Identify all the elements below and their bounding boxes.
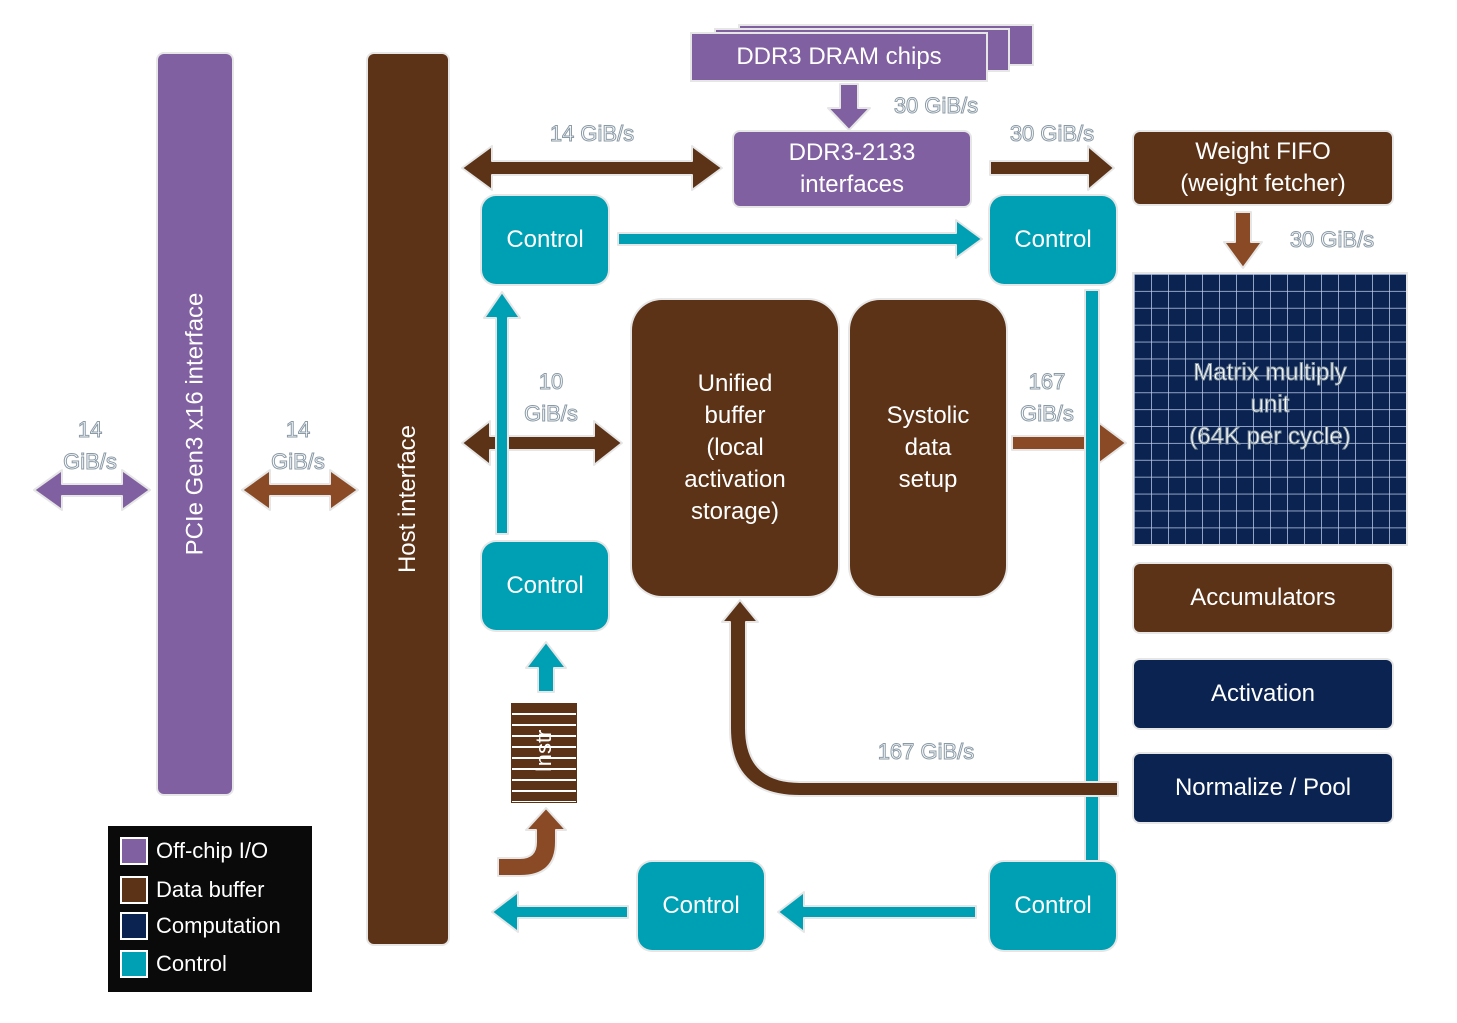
arrow-host-instr bbox=[497, 807, 567, 877]
normalize-pool-block: Normalize / Pool bbox=[1134, 754, 1392, 822]
legend-swatch bbox=[120, 912, 148, 940]
unified-buffer-label: Unified buffer (local activation storage… bbox=[684, 370, 786, 525]
legend-label: Computation bbox=[156, 913, 281, 938]
systolic-data-setup-block: Systolic data setup bbox=[850, 300, 1006, 596]
legend-swatch bbox=[120, 950, 148, 978]
legend-item-control: Control bbox=[120, 949, 227, 979]
host-interface-label: Host interface bbox=[394, 424, 422, 574]
rate-ddr3-fifo: 30 GiB/s bbox=[1009, 121, 1095, 147]
ddr3-interfaces-label: DDR3-2133 interfaces bbox=[788, 139, 916, 198]
instruction-queue-label: Instr bbox=[531, 729, 556, 773]
control-label: Control bbox=[662, 892, 740, 919]
rate-fifo-matrix: 30 GiB/s bbox=[1289, 227, 1375, 253]
control-label: Control bbox=[506, 572, 584, 599]
control-block-bottom-right: Control bbox=[990, 862, 1116, 950]
arrow-external-pcie bbox=[33, 469, 151, 511]
arrow-pcie-host bbox=[241, 469, 359, 511]
rate-host-ddr3: 14 GiB/s bbox=[549, 121, 635, 147]
legend-label: Data buffer bbox=[156, 877, 265, 902]
arrow-host-unified-buffer bbox=[461, 420, 623, 466]
arrow-control-bottom-right bbox=[777, 891, 977, 933]
arrow-control-top bbox=[617, 219, 983, 259]
arrow-dram-ddr3 bbox=[827, 83, 871, 131]
accumulators-block: Accumulators bbox=[1134, 564, 1392, 632]
matrix-multiply-unit-label: Matrix multiply unit (64K per cycle) bbox=[1189, 359, 1351, 451]
rate-systolic-matrix: 167 GiB/s bbox=[1020, 369, 1075, 427]
accumulators-label: Accumulators bbox=[1190, 584, 1336, 611]
rate-pcie-host: 14 GiB/s bbox=[271, 417, 326, 475]
rate-host-unified-buffer: 10 GiB/s bbox=[524, 369, 579, 427]
weight-fifo-label: Weight FIFO (weight fetcher) bbox=[1180, 138, 1346, 197]
arrow-control-mid-up bbox=[483, 291, 521, 535]
legend: Off-chip I/O Data buffer Computation Con… bbox=[108, 826, 312, 992]
matrix-multiply-unit-text: Matrix multiply unit (64K per cycle) bbox=[1134, 340, 1406, 470]
control-block-top-left: Control bbox=[482, 196, 608, 284]
matrix-multiply-unit-block bbox=[1134, 274, 1406, 544]
unified-buffer-block: Unified buffer (local activation storage… bbox=[632, 300, 838, 596]
control-block-top-right: Control bbox=[990, 196, 1116, 284]
rate-normalize-unified-buffer: 167 GiB/s bbox=[877, 739, 975, 765]
dram-chips-label: DDR3 DRAM chips bbox=[736, 43, 942, 70]
control-label: Control bbox=[506, 226, 584, 253]
arrow-instr-control bbox=[525, 641, 567, 693]
arrow-normalize-unified-buffer bbox=[721, 599, 1119, 797]
rate-dram-ddr3: 30 GiB/s bbox=[893, 93, 979, 119]
legend-item-computation: Computation bbox=[120, 911, 281, 941]
instruction-queue-block: Instr bbox=[512, 704, 576, 802]
control-block-mid-left: Control bbox=[482, 542, 608, 630]
ddr3-interfaces-block: DDR3-2133 interfaces bbox=[734, 132, 970, 206]
dram-chips-block: DDR3 DRAM chips bbox=[692, 34, 986, 80]
normalize-pool-label: Normalize / Pool bbox=[1174, 774, 1352, 801]
activation-block: Activation bbox=[1134, 660, 1392, 728]
pcie-interface-label: PCIe Gen3 x16 interface bbox=[181, 292, 209, 556]
activation-label: Activation bbox=[1210, 680, 1316, 707]
host-interface-block: Host interface bbox=[368, 54, 448, 944]
control-label: Control bbox=[1014, 226, 1092, 253]
legend-swatch bbox=[120, 837, 148, 865]
legend-swatch bbox=[120, 876, 148, 904]
arrow-control-bottom-left bbox=[491, 891, 629, 933]
systolic-data-setup-label: Systolic data setup bbox=[886, 402, 970, 493]
pcie-interface-block: PCIe Gen3 x16 interface bbox=[158, 54, 232, 794]
arrow-fifo-matrix bbox=[1223, 211, 1263, 269]
legend-label: Control bbox=[156, 951, 227, 976]
legend-item-data-buffer: Data buffer bbox=[120, 875, 264, 905]
legend-item-offchip-io: Off-chip I/O bbox=[120, 836, 268, 866]
legend-label: Off-chip I/O bbox=[156, 838, 269, 863]
weight-fifo-block: Weight FIFO (weight fetcher) bbox=[1134, 132, 1392, 204]
rate-external-pcie: 14 GiB/s bbox=[63, 417, 118, 475]
control-block-bottom-mid: Control bbox=[638, 862, 764, 950]
control-label: Control bbox=[1014, 892, 1092, 919]
arrow-host-ddr3 bbox=[461, 145, 723, 191]
arrow-ddr3-fifo bbox=[989, 145, 1115, 191]
